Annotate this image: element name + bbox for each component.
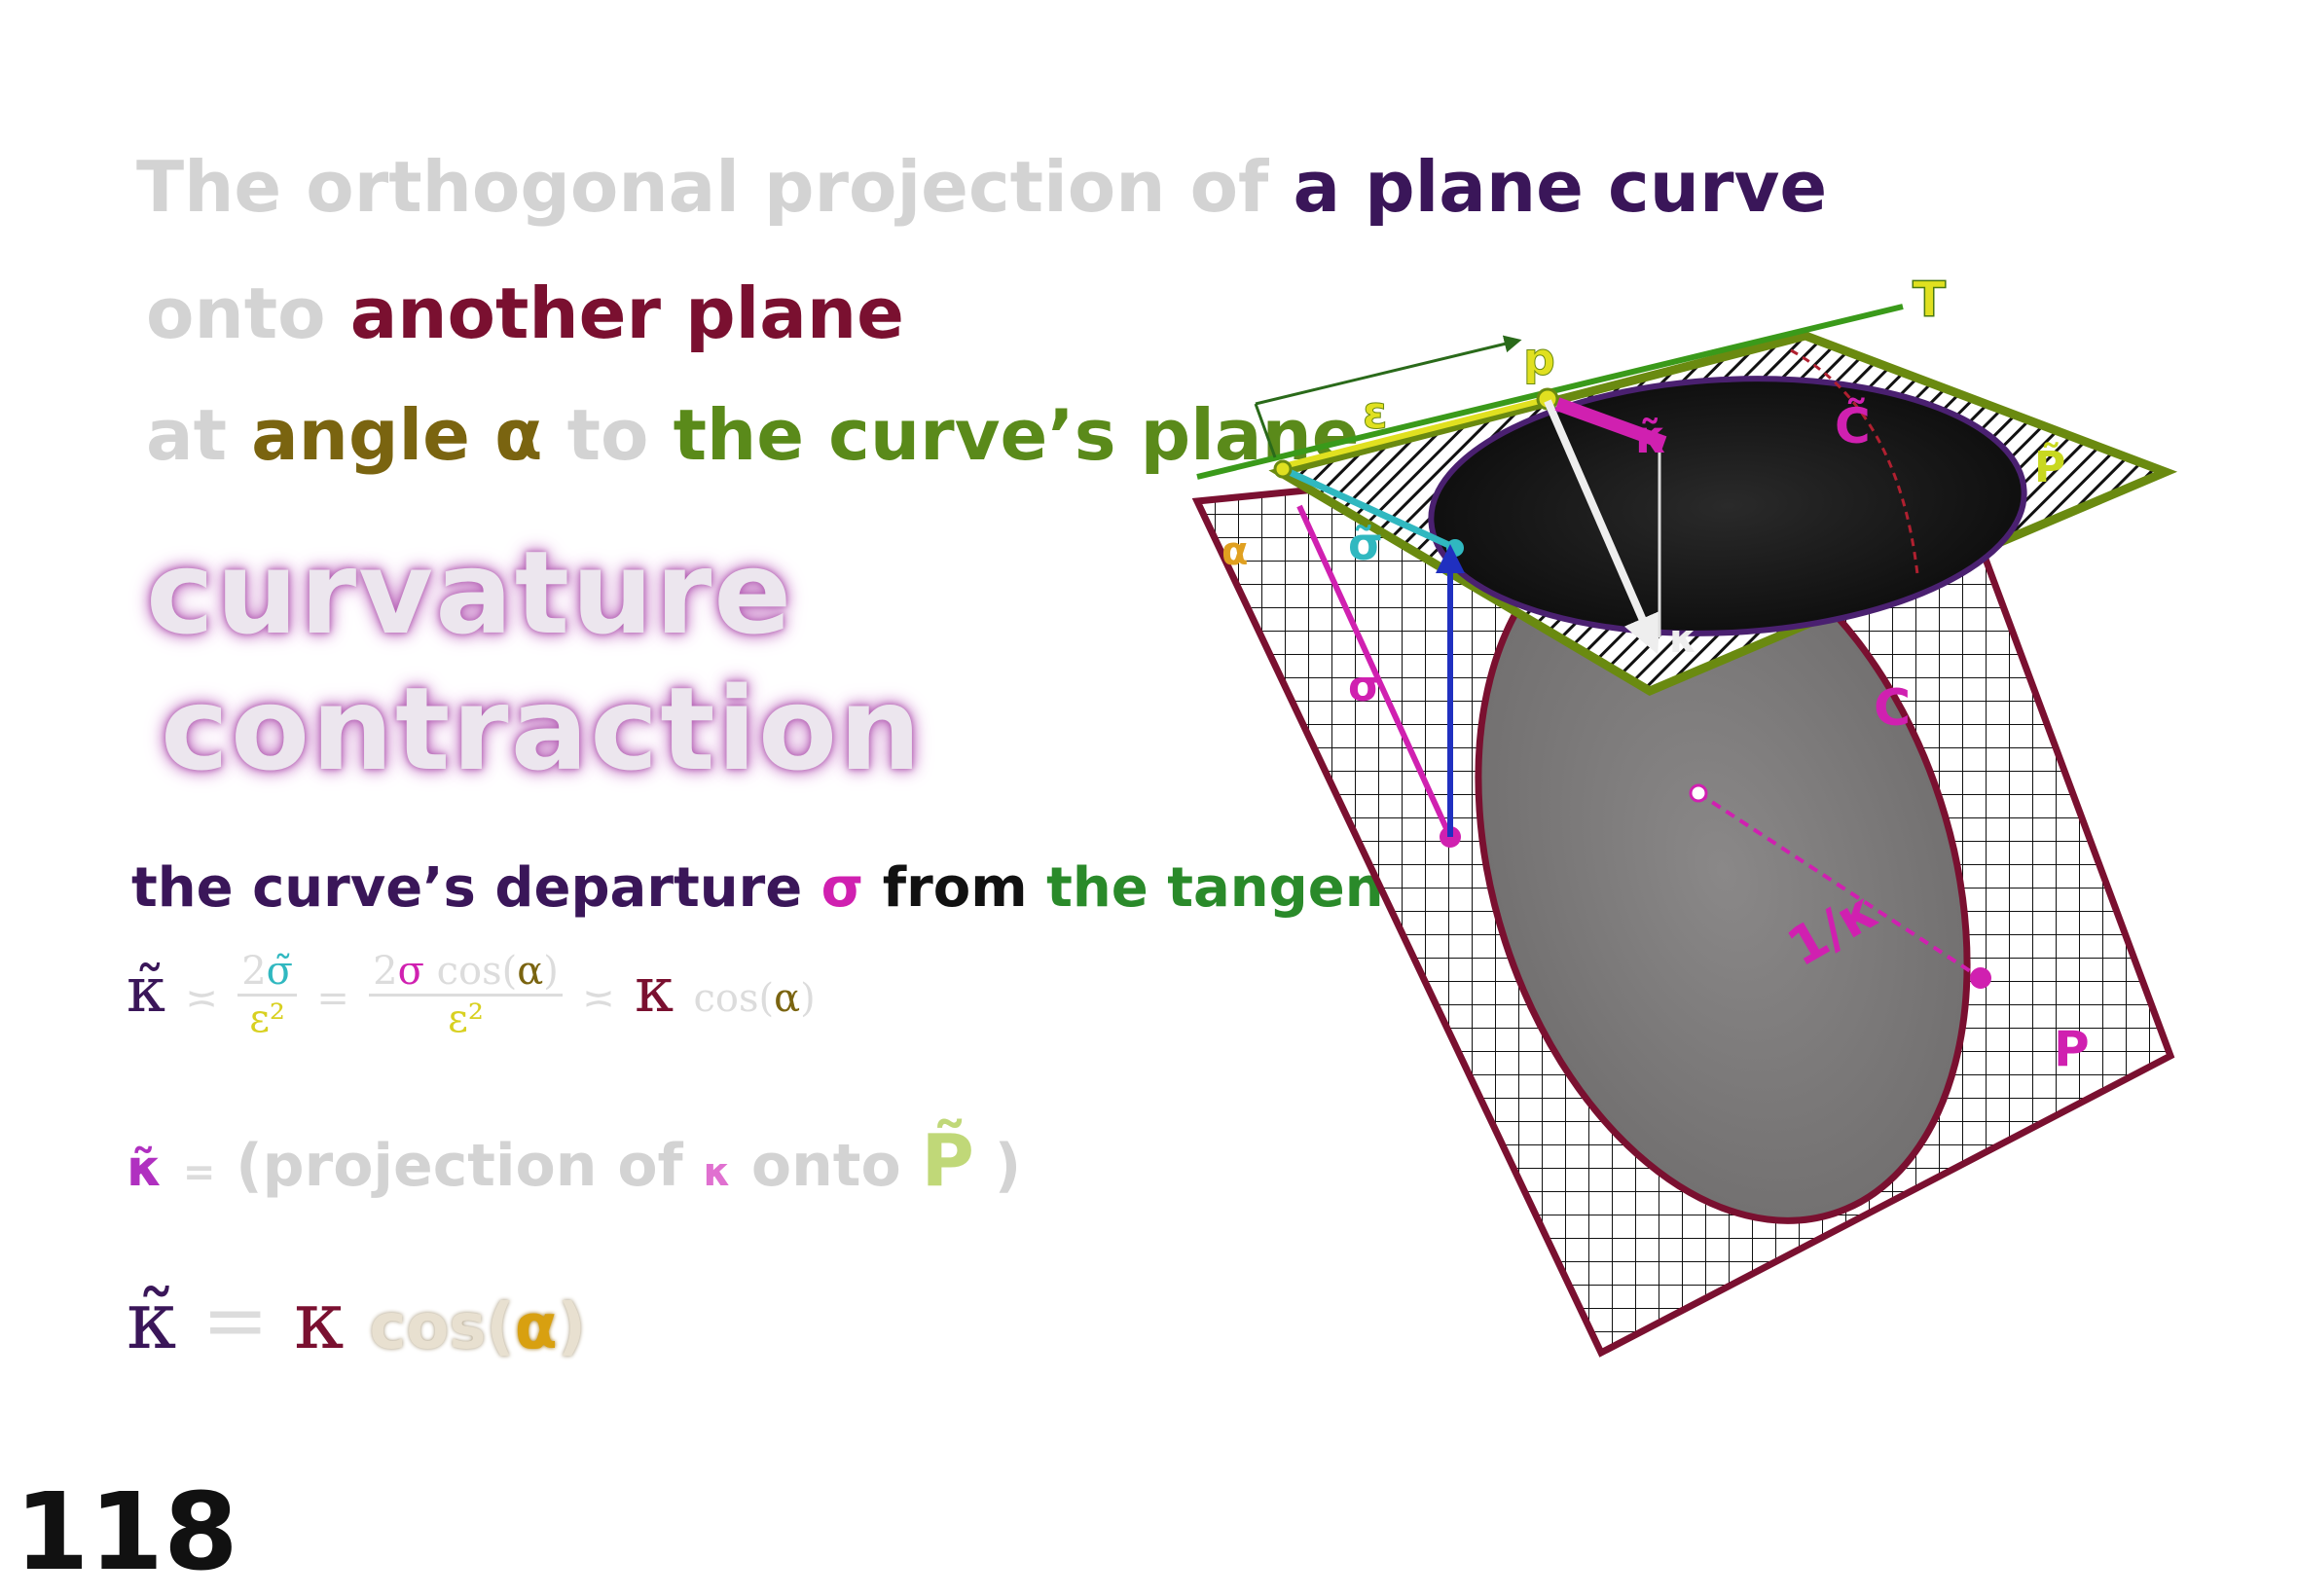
label-c-tilde: C̃	[1835, 398, 1871, 454]
curve-C-tilde	[1428, 376, 2027, 636]
label-kappa: κ	[1669, 617, 1696, 662]
formula-2-p: P̃	[921, 1119, 974, 1203]
formula-1-close-2: )	[800, 976, 816, 1021]
formula-2-k: κ	[703, 1150, 731, 1195]
label-T: T	[1913, 272, 1946, 328]
formula-1-approx: ≍	[185, 976, 218, 1021]
label-kappa-tilde: κ̃	[1635, 411, 1667, 463]
epsilon-tick-left	[1254, 403, 1277, 458]
kappa-arrow	[1544, 399, 1660, 655]
label-p: p	[1523, 333, 1555, 385]
intro-another-plane: another plane	[349, 272, 904, 354]
formula-1-two: 2	[241, 949, 267, 994]
formula-3-lhs: κ̃	[127, 1275, 177, 1367]
formula-1-frac-1: 2σ̃ ε²	[237, 949, 297, 1041]
radius-end-point	[1970, 967, 1991, 989]
intro-line-1: The orthogonal projection of a plane cur…	[136, 146, 1827, 228]
formula-2-kt: κ̃	[127, 1140, 163, 1198]
title-curvature: curvature	[146, 526, 794, 660]
label-P: P	[2054, 1021, 2090, 1077]
formula-2-close: )	[994, 1132, 1022, 1200]
intro-plane-curve: a plane curve	[1293, 146, 1828, 228]
intro-angle: angle α	[251, 394, 543, 476]
departure-sigma: σ	[820, 856, 864, 920]
formula-1-two-b: 2	[373, 949, 398, 994]
label-C: C	[1874, 679, 1911, 738]
departure-from: from	[882, 856, 1028, 920]
formula-1-frac-2: 2σ cos(α) ε²	[369, 949, 563, 1041]
departure-line: the curve’s departure σ from the tangent…	[131, 856, 1466, 920]
formula-1-sigma-tilde: σ̃	[266, 949, 293, 994]
label-P-tilde: P̃	[2034, 441, 2065, 492]
radius-line	[1696, 791, 1983, 980]
dashed-guide	[1790, 348, 1919, 575]
departure-tangent: the tangent	[1046, 856, 1410, 920]
sigma-tilde-line	[1281, 465, 1457, 552]
intro-line-3-grey-1: at	[146, 394, 228, 476]
intro-curves-plane: the curve’s plane	[673, 394, 1360, 476]
formula-1-eps2: ε²	[249, 997, 285, 1041]
formula-3: κ̃ = κ cos(α)	[127, 1275, 586, 1367]
title-contraction: contraction	[161, 662, 924, 796]
formula-1-lhs: κ̃	[127, 955, 165, 1027]
formula-2-eq: =	[182, 1150, 216, 1195]
formula-3-close: )	[557, 1291, 586, 1363]
formula-1: κ̃ ≍ 2σ̃ ε² = 2σ cos(α) ε² ≍ κ cos(α)	[127, 949, 816, 1041]
label-sigma: σ	[1348, 662, 1381, 711]
formula-1-sigma: σ	[397, 949, 424, 994]
page-number: 118	[15, 1469, 238, 1594]
formula-1-alpha: α	[517, 949, 544, 994]
formula-2: κ̃ = (projection of κ onto P̃ )	[127, 1119, 1021, 1203]
epsilon-arrow	[1255, 335, 1522, 406]
formula-1-kappa: κ	[635, 955, 675, 1027]
intro-line-2-grey: onto	[146, 272, 326, 354]
formula-1-cos: cos(	[436, 949, 518, 994]
label-sigma-tilde: σ̃	[1348, 518, 1383, 570]
intro-line-3: at angle α to the curve’s plane	[146, 394, 1360, 476]
formula-1-alpha-2: α	[774, 976, 801, 1021]
kappa-tilde-arrow	[1554, 397, 1667, 450]
formula-2-open: (projection of	[236, 1132, 683, 1200]
intro-line-1-grey: The orthogonal projection of	[136, 146, 1269, 228]
departure-text: the curve’s departure	[131, 856, 803, 920]
formula-3-alpha: α	[514, 1291, 558, 1363]
point-left	[1273, 459, 1293, 479]
intro-line-3-grey-2: to	[566, 394, 649, 476]
formula-1-eq: =	[316, 976, 349, 1021]
label-epsilon: ε	[1363, 386, 1388, 439]
formula-1-close: )	[543, 949, 559, 994]
formula-3-eq: =	[201, 1275, 270, 1367]
label-alpha: α	[1221, 529, 1248, 574]
intro-line-2: onto another plane	[146, 272, 904, 354]
formula-1-cos-2: cos(	[693, 976, 775, 1021]
formula-1-approx-2: ≍	[582, 976, 615, 1021]
tangent-yellow	[1279, 396, 1549, 470]
formula-1-eps2-b: ε²	[448, 997, 484, 1041]
formula-2-onto: onto	[750, 1132, 901, 1200]
formula-3-cos: cos(	[369, 1291, 515, 1363]
sigma-line	[1296, 504, 1453, 839]
formula-3-k: κ	[294, 1275, 345, 1367]
center-point	[1689, 783, 1708, 803]
